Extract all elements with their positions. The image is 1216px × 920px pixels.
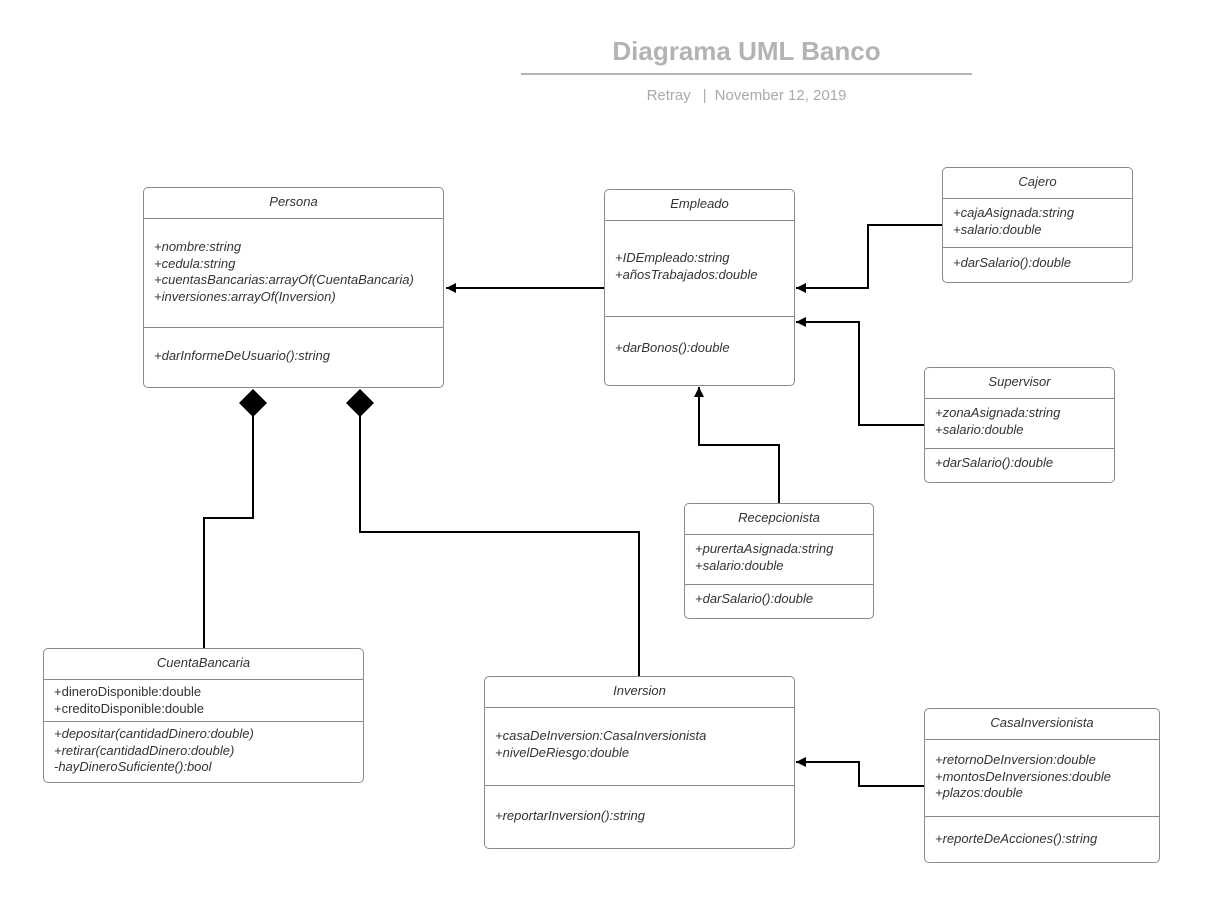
attribute: +creditoDisponible:double bbox=[54, 700, 204, 716]
class-attributes: +nombre:string +cedula:string +cuentasBa… bbox=[144, 219, 443, 328]
attribute: +nivelDeRiesgo:double bbox=[495, 744, 630, 760]
class-name: Persona bbox=[144, 188, 443, 219]
operation: +depositar(cantidadDinero:double) bbox=[54, 726, 254, 741]
attribute: +IDEmpleado:string bbox=[615, 250, 730, 265]
operation: +retirar(cantidadDinero:double) bbox=[54, 742, 235, 758]
class-operations: +darSalario():double bbox=[925, 449, 1114, 472]
class-attributes: +purertaAsignada:string +salario:double bbox=[685, 535, 873, 585]
attribute: +retornoDeInversion:double bbox=[935, 752, 1096, 767]
connector-cajero-empleado bbox=[796, 224, 942, 293]
class-name: CasaInversionista bbox=[925, 709, 1159, 740]
class-name: Recepcionista bbox=[685, 504, 873, 535]
class-persona[interactable]: Persona +nombre:string +cedula:string +c… bbox=[143, 187, 444, 388]
operation: +reportarInversion():string bbox=[495, 808, 645, 823]
attribute: +cedula:string bbox=[154, 255, 236, 271]
class-recepcionista[interactable]: Recepcionista +purertaAsignada:string +s… bbox=[684, 503, 874, 619]
attribute: +añosTrabajados:double bbox=[615, 266, 758, 282]
class-operations: +darInformeDeUsuario():string bbox=[144, 328, 443, 365]
class-attributes: +cajaAsignada:string +salario:double bbox=[943, 199, 1132, 248]
connector-recepcionista-empleado bbox=[694, 387, 780, 503]
operation: -hayDineroSuficiente():bool bbox=[54, 759, 212, 774]
operation: +darSalario():double bbox=[953, 255, 1072, 270]
operation: +darInformeDeUsuario():string bbox=[154, 348, 330, 363]
attribute: +cuentasBancarias:arrayOf(CuentaBancaria… bbox=[154, 272, 414, 287]
operation: +reporteDeAcciones():string bbox=[935, 831, 1098, 846]
attribute: +casaDeInversion:CasaInversionista bbox=[495, 728, 707, 743]
class-name: Supervisor bbox=[925, 368, 1114, 399]
title-divider bbox=[521, 73, 972, 75]
class-attributes: +IDEmpleado:string +añosTrabajados:doubl… bbox=[605, 221, 794, 317]
attribute: +zonaAsignada:string bbox=[935, 405, 1061, 420]
class-operations: +darBonos():double bbox=[605, 317, 794, 357]
class-operations: +reporteDeAcciones():string bbox=[925, 817, 1159, 848]
attribute: +montosDeInversiones:double bbox=[935, 768, 1111, 784]
attribute: +cajaAsignada:string bbox=[953, 205, 1075, 220]
connector-casainversionista-inversion bbox=[796, 757, 924, 787]
class-cajero[interactable]: Cajero +cajaAsignada:string +salario:dou… bbox=[942, 167, 1133, 283]
class-operations: +darSalario():double bbox=[685, 585, 873, 608]
operation: +darBonos():double bbox=[615, 340, 730, 355]
class-attributes: +casaDeInversion:CasaInversionista +nive… bbox=[485, 708, 794, 786]
connector-cuentabancaria-persona bbox=[203, 416, 254, 648]
date-label: November 12, 2019 bbox=[714, 87, 847, 104]
attribute: +purertaAsignada:string bbox=[695, 541, 834, 556]
composition-diamond-inversion bbox=[346, 389, 374, 417]
attribute: +salario:double bbox=[953, 221, 1042, 237]
class-name: CuentaBancaria bbox=[44, 649, 363, 680]
class-attributes: +dineroDisponible:double +creditoDisponi… bbox=[44, 680, 363, 722]
class-inversion[interactable]: Inversion +casaDeInversion:CasaInversion… bbox=[484, 676, 795, 849]
class-operations: +darSalario():double bbox=[943, 248, 1132, 272]
class-empleado[interactable]: Empleado +IDEmpleado:string +añosTrabaja… bbox=[604, 189, 795, 386]
attribute: +salario:double bbox=[695, 557, 784, 573]
attribute: +plazos:double bbox=[935, 785, 1023, 800]
class-name: Inversion bbox=[485, 677, 794, 708]
connector-inversion-persona bbox=[359, 416, 640, 676]
attribute: +nombre:string bbox=[154, 239, 242, 254]
class-attributes: +retornoDeInversion:double +montosDeInve… bbox=[925, 740, 1159, 817]
class-attributes: +zonaAsignada:string +salario:double bbox=[925, 399, 1114, 449]
subtitle-separator: | bbox=[702, 87, 707, 104]
attribute: +salario:double bbox=[935, 421, 1024, 437]
class-name: Cajero bbox=[943, 168, 1132, 199]
composition-diamond-cuentabancaria bbox=[239, 389, 267, 417]
class-supervisor[interactable]: Supervisor +zonaAsignada:string +salario… bbox=[924, 367, 1115, 483]
operation: +darSalario():double bbox=[695, 591, 814, 606]
operation: +darSalario():double bbox=[935, 455, 1054, 470]
class-name: Empleado bbox=[605, 190, 794, 221]
attribute: +inversiones:arrayOf(Inversion) bbox=[154, 288, 336, 304]
class-casainversionista[interactable]: CasaInversionista +retornoDeInversion:do… bbox=[924, 708, 1160, 863]
connector-supervisor-empleado bbox=[796, 317, 924, 426]
diagram-title: Diagrama UML Banco bbox=[612, 36, 881, 66]
class-operations: +reportarInversion():string bbox=[485, 786, 794, 825]
class-cuentabancaria[interactable]: CuentaBancaria +dineroDisponible:double … bbox=[43, 648, 364, 783]
author-label: Retray bbox=[646, 87, 691, 104]
attribute: +dineroDisponible:double bbox=[54, 684, 202, 699]
diagram-subtitle: Retray | November 12, 2019 bbox=[521, 87, 972, 104]
class-operations: +depositar(cantidadDinero:double) +retir… bbox=[44, 722, 363, 776]
